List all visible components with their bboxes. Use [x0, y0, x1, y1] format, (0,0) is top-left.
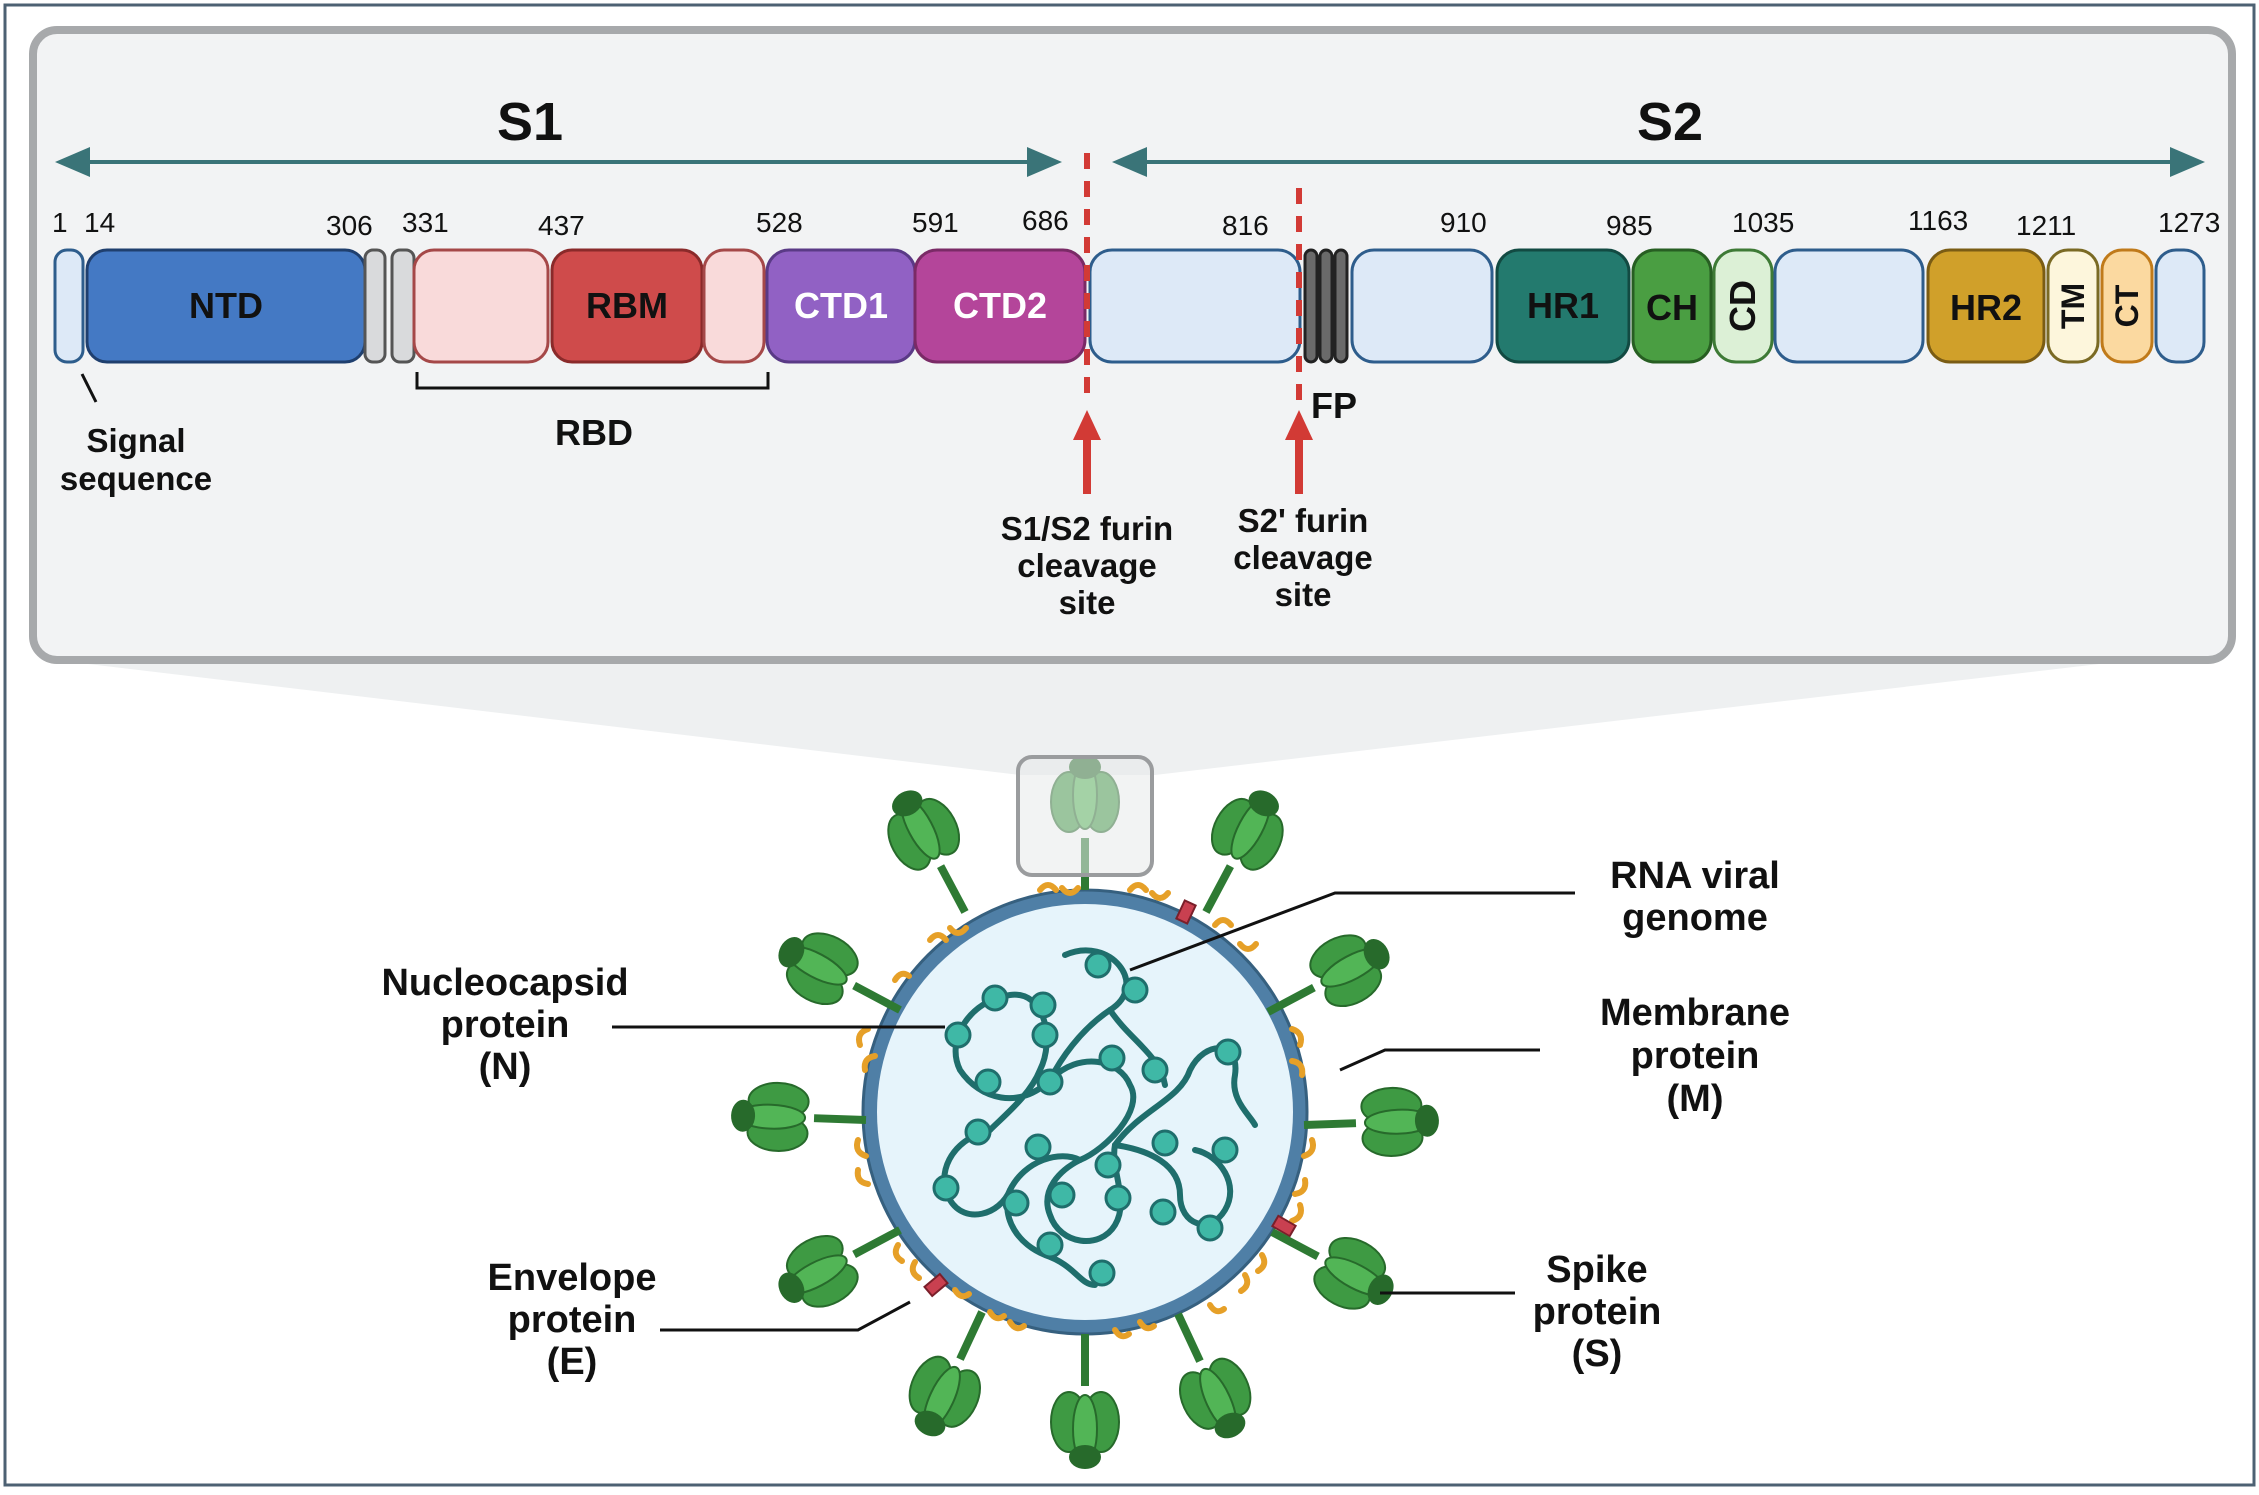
domain-fp-3 [1333, 248, 1349, 364]
position-1: 1 [52, 207, 68, 238]
membrane-label-line1: Membrane [1600, 992, 1790, 1034]
domain-c-terminus [2154, 248, 2206, 364]
domain-bar [53, 248, 2206, 364]
virion [731, 755, 1439, 1469]
s2prime-site-line1: S2' furin [1238, 502, 1369, 539]
nucleocapsid-proteins [932, 951, 1242, 1287]
envelope-label-line1: Envelope [488, 1257, 657, 1299]
position-14: 14 [84, 207, 115, 238]
s2prime-site-line3: site [1275, 576, 1332, 613]
s1-label: S1 [497, 92, 563, 152]
zoom-funnel [38, 658, 2150, 775]
domain-s2-segment-3 [1773, 248, 1925, 364]
envelope-label-line2: protein [508, 1299, 637, 1341]
domain-label-ct: CT [2109, 284, 2145, 327]
position-591: 591 [912, 207, 959, 238]
position-437: 437 [538, 210, 585, 241]
position-1273: 1273 [2158, 207, 2220, 238]
membrane-label-line2: protein [1631, 1035, 1760, 1077]
signal-label-line2: sequence [60, 460, 212, 497]
position-331: 331 [402, 207, 449, 238]
domain-label-hr1: HR1 [1527, 285, 1599, 326]
domain-ct [2100, 248, 2154, 364]
envelope-label-line3: (E) [547, 1341, 598, 1383]
domain-label-ctd1: CTD1 [794, 285, 888, 326]
domain-label-cd: CD [1722, 280, 1763, 332]
signal-callout-line [80, 373, 98, 403]
domain-hr1 [1495, 248, 1631, 364]
spike-label-line3: (S) [1572, 1333, 1623, 1375]
domain-label-tm: TM [2055, 283, 2091, 329]
signal-label-line1: Signal [86, 422, 185, 459]
position-1163: 1163 [1908, 205, 1968, 236]
rbd-label: RBD [555, 412, 633, 453]
s1s2-site-line3: site [1059, 584, 1116, 621]
s2-range-arrow [1112, 147, 2205, 177]
position-910: 910 [1440, 207, 1487, 238]
position-1211: 1211 [2016, 210, 2076, 241]
membrane-proteins [854, 882, 1316, 1340]
s2prime-cleavage-arrow [1285, 410, 1313, 494]
position-816: 816 [1222, 210, 1269, 241]
domain-label-ctd2: CTD2 [953, 285, 1047, 326]
domain-label-hr2: HR2 [1950, 287, 2022, 328]
domain-signal [53, 248, 85, 364]
position-labels: 1 14 306 331 437 528 591 686 816 910 985… [52, 205, 2220, 241]
position-686: 686 [1022, 205, 1069, 236]
s1s2-site-line2: cleavage [1017, 547, 1156, 584]
nucleocapsid-label-line1: Nucleocapsid [381, 962, 628, 1004]
position-1035: 1035 [1732, 207, 1794, 238]
rna-label-line2: genome [1622, 897, 1768, 939]
rbd-bracket [415, 372, 770, 390]
s2prime-site-line2: cleavage [1233, 539, 1372, 576]
domain-ch [1631, 248, 1713, 364]
spike-label-line1: Spike [1546, 1249, 1647, 1291]
nucleocapsid-label-line2: protein [441, 1004, 570, 1046]
s1s2-cleavage-arrow [1073, 410, 1101, 494]
domain-hr2 [1926, 248, 2046, 364]
s2-label: S2 [1637, 92, 1703, 152]
domain-label-rbm: RBM [586, 285, 668, 326]
domain-cd [1712, 248, 1774, 364]
domain-rbd-right [702, 248, 766, 364]
s1s2-site-line1: S1/S2 furin [1001, 510, 1173, 547]
domain-label-ch: CH [1646, 287, 1698, 328]
domain-label-fp: FP [1311, 385, 1357, 426]
domain-fp-1 [1303, 248, 1319, 364]
domain-rbm [550, 248, 704, 364]
s1-range-arrow [55, 147, 1062, 177]
position-528: 528 [756, 207, 803, 238]
domain-linker-2 [390, 248, 416, 364]
domain-fp-2 [1318, 248, 1334, 364]
zoom-box [1016, 755, 1154, 877]
domain-s2-segment-1 [1088, 248, 1302, 364]
nucleocapsid-label-line3: (N) [479, 1046, 532, 1088]
spike-label-line2: protein [1533, 1291, 1662, 1333]
domain-rbd-left [412, 248, 550, 364]
domain-linker-1 [363, 248, 387, 364]
rna-label-line1: RNA viral [1610, 855, 1780, 897]
domain-label-ntd: NTD [189, 285, 263, 326]
callout-lines [612, 891, 1575, 1332]
position-985: 985 [1606, 210, 1653, 241]
membrane-label-line3: (M) [1667, 1078, 1724, 1120]
domain-tm [2046, 248, 2100, 364]
envelope-proteins [923, 899, 1298, 1298]
position-306: 306 [326, 210, 373, 241]
domain-s2-segment-2 [1350, 248, 1494, 364]
